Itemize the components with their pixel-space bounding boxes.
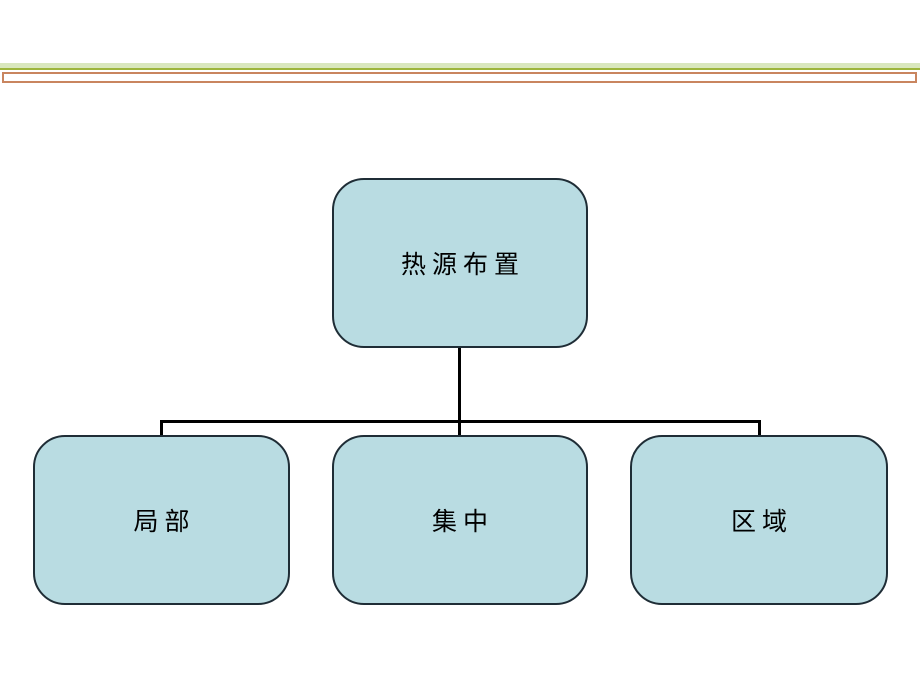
connector-drop-left (160, 420, 163, 436)
node-root: 热源布置 (332, 178, 588, 348)
connector-drop-middle (458, 420, 461, 436)
decor-orange-rule (2, 72, 917, 83)
connector-drop-right (758, 420, 761, 436)
node-child-3-label: 区域 (730, 509, 793, 536)
connector-root-stem (458, 348, 461, 423)
node-child-2-label: 集中 (431, 509, 494, 536)
node-child-3: 区域 (630, 435, 888, 605)
decor-green-band (0, 63, 920, 70)
node-child-2: 集中 (332, 435, 588, 605)
node-root-label: 热源布置 (400, 252, 525, 279)
node-child-1-label: 局部 (133, 509, 196, 536)
node-child-1: 局部 (33, 435, 290, 605)
